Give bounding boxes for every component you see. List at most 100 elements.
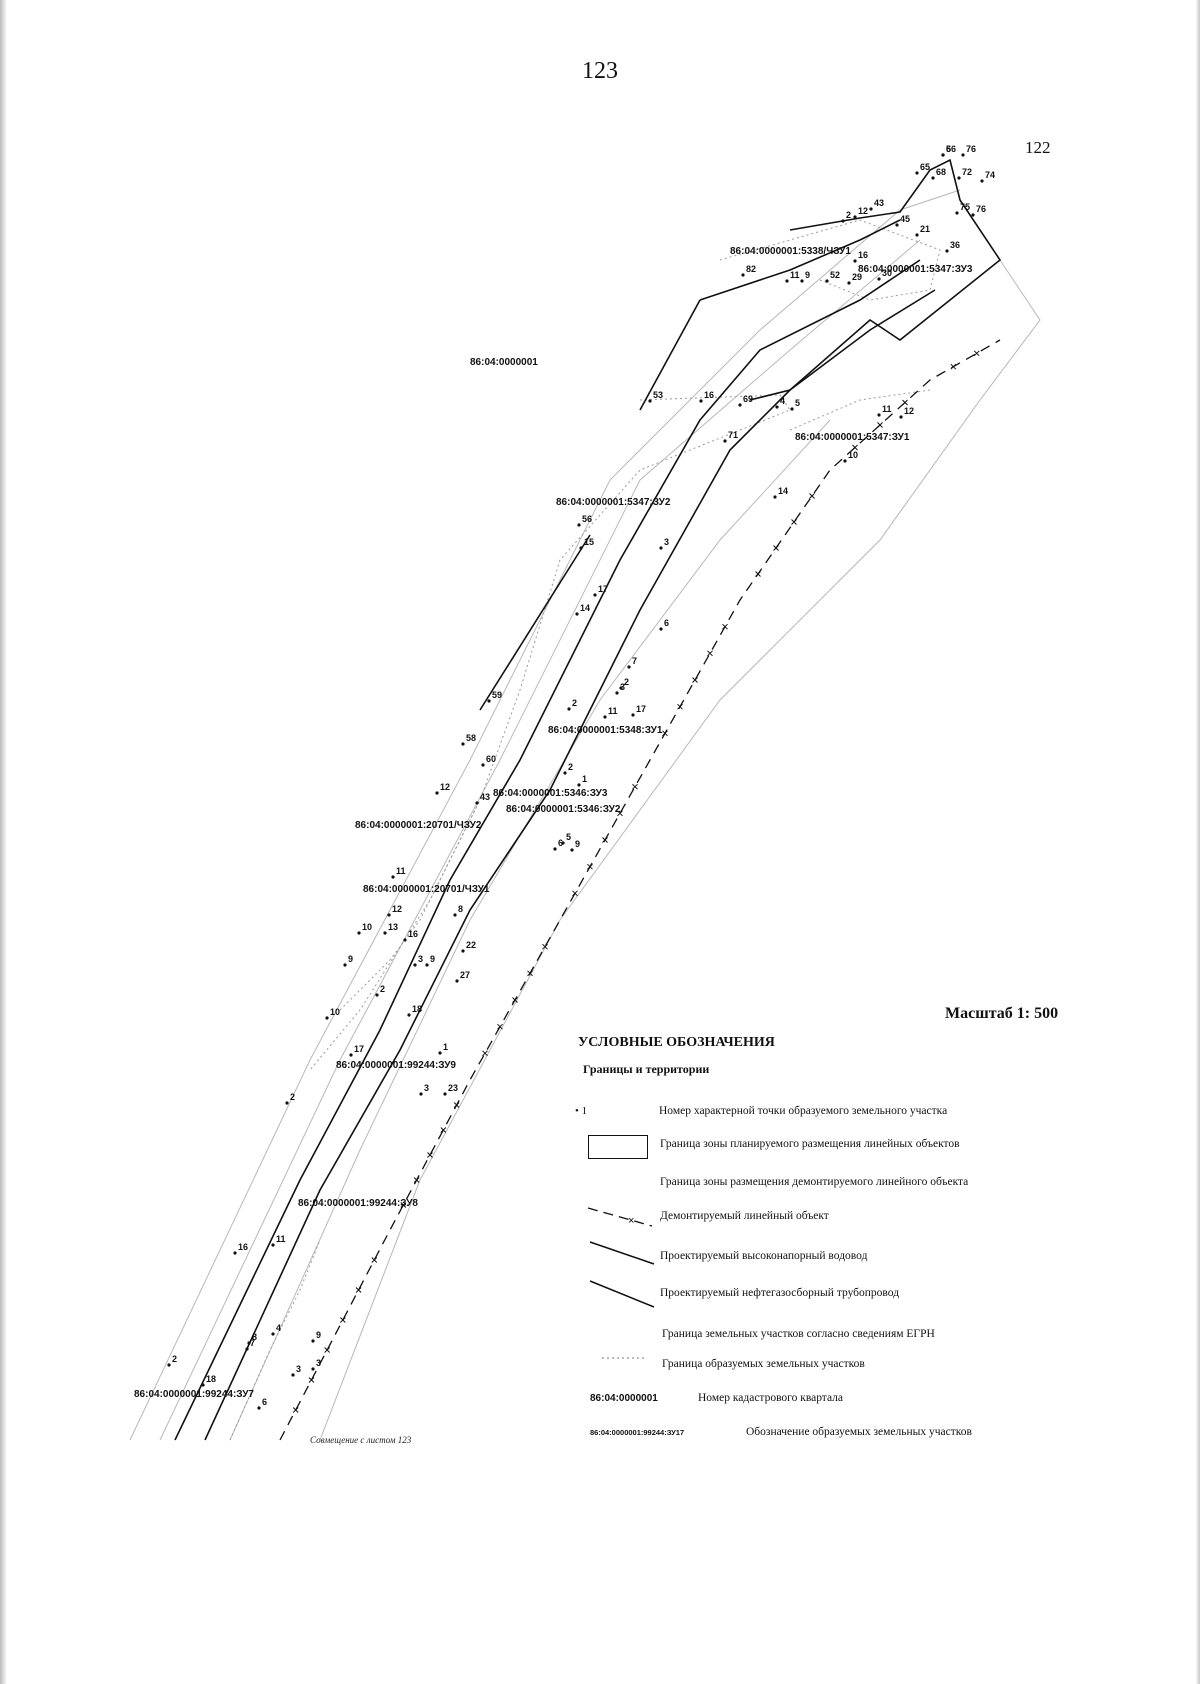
point-dot [311,1367,315,1371]
point-number: 13 [388,922,398,932]
characteristic-point: 2 [567,698,577,711]
cross-mark [602,837,608,843]
characteristic-point: 3 [311,1358,321,1371]
characteristic-point: 76 [961,144,976,157]
parcel-label-sample: 86:04:0000001:99244:ЗУ17 [590,1428,685,1437]
point-number: 10 [848,450,858,460]
point-dot [945,249,949,253]
point-dot [723,439,727,443]
characteristic-point: 2 [841,210,851,223]
characteristic-point: 16 [403,929,418,942]
point-dot [825,279,829,283]
cross-mark [852,444,858,451]
page-number: 123 [582,58,618,84]
point-number: 12 [858,206,868,216]
cross-mark [512,997,518,1003]
point-dot [615,691,619,695]
point-number: 9 [316,1330,321,1340]
cross-mark [722,623,728,630]
parcel-label: 86:04:0000001:20701/ЧЗУ2 [355,820,482,831]
cross-mark [572,890,578,897]
point-number: 12 [904,406,914,416]
point-dot [271,1332,275,1336]
point-dot [775,405,779,409]
parcel-label: 86:04:0000001:5346:ЗУ2 [506,804,621,815]
point-number: 16 [238,1242,248,1252]
legend-subtitle: Границы и территории [583,1062,710,1076]
point-dot [407,1013,411,1017]
point-number: 6 [558,838,563,848]
point-number: 18 [412,1004,422,1014]
point-number: 21 [920,224,930,234]
cross-mark [497,1023,503,1030]
characteristic-point: 4 [271,1323,281,1336]
characteristic-point: 16 [233,1242,248,1255]
legend-item-parcel-label: 86:04:0000001:99244:ЗУ17 Обозначение обр… [590,1425,1110,1445]
characteristic-point: 5 [790,398,800,411]
point-dot [899,415,903,419]
point-dot [957,176,961,180]
point-number: 60 [486,754,496,764]
legend-item-formed: Граница образуемых земельных участков [600,1356,1080,1376]
characteristic-point: 5 [561,832,571,845]
characteristic-point: 29 [847,272,862,285]
point-number: 58 [466,733,476,743]
characteristic-point: 18 [407,1004,422,1017]
point-dot [773,495,777,499]
point-number: 18 [206,1374,216,1384]
cadastral-quarter-label: 86:04:0000001 [470,357,538,368]
point-number: 11 [790,270,800,280]
characteristic-point: 2 [167,1354,177,1367]
characteristic-point: 72 [957,167,972,180]
legend-text: Обозначение образуемых земельных участко… [746,1426,972,1438]
parcel-label: 86:04:0000001:5347:ЗУ1 [795,432,910,443]
cross-mark [902,399,908,406]
characteristic-point: 18 [201,1374,216,1387]
solid-line-icon [589,1280,655,1308]
characteristic-point: 9 [311,1330,321,1343]
characteristic-point: 11 [603,706,618,719]
legend-text: Граница земельных участков согласно свед… [662,1328,935,1340]
point-dot [575,612,579,616]
point-marker-icon: • 1 [575,1105,588,1117]
point-number: 22 [466,940,476,950]
characteristic-point: 7 [245,1338,255,1351]
cross-mark [371,1257,378,1263]
characteristic-point: 10 [325,1007,340,1020]
cross-mark [791,519,797,525]
projected-water-pipeline [174,259,921,1441]
point-dot [461,742,465,746]
point-number: 12 [392,904,402,914]
point-dot [847,281,851,285]
point-dot [648,399,652,403]
characteristic-point: 16 [699,390,714,403]
characteristic-point: 15 [579,537,594,550]
point-dot [627,665,631,669]
projected-oil-gas-pipeline [204,289,936,1441]
point-dot [391,875,395,879]
point-number: 68 [936,167,946,177]
cadastral-map: 86:04:0000001:5338/ЧЗУ1 86:04:0000001:53… [129,144,1041,1445]
cross-mark [355,1287,362,1293]
point-number: 45 [900,214,910,224]
point-number: 14 [778,486,788,496]
legend-item-dismantle-zone: Граница зоны размещения демонтируемого л… [660,1174,1080,1194]
characteristic-point: 71 [723,430,738,443]
characteristic-point: 23 [443,1083,458,1096]
characteristic-point: 30 [877,268,892,281]
point-dot [738,403,742,407]
legend-text: Граница зоны планируемого размещения лин… [660,1138,960,1150]
point-dot [247,1341,251,1345]
point-dot [741,273,745,277]
point-dot [291,1373,295,1377]
characteristic-point: 8 [247,1332,257,1345]
characteristic-point: 9 [343,954,353,967]
point-number: 36 [950,240,960,250]
cross-mark [324,1347,330,1353]
point-dot [325,1016,329,1020]
cross-mark [308,1377,315,1383]
point-dot [853,259,857,263]
characteristic-point: 9 [425,954,435,967]
planned-zone-boundary [479,158,1002,711]
